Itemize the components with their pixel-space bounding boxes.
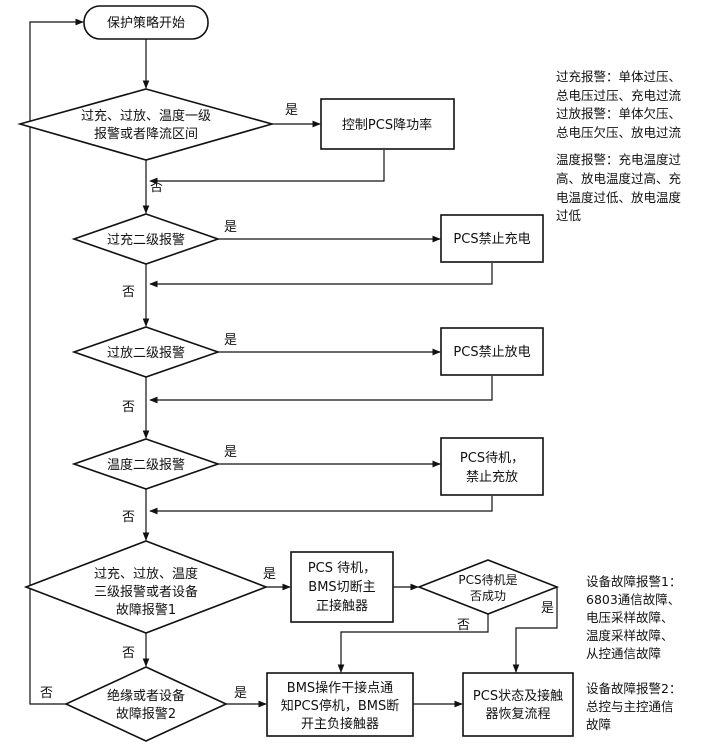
note-1-line-1: 过充报警：单体过压、	[556, 69, 681, 84]
process-4	[440, 437, 544, 496]
process-5-line-2: BMS切断主	[308, 580, 375, 595]
no-label-d6: 否	[457, 618, 470, 633]
note-3-line-5: 从控通信故障	[586, 646, 661, 661]
edge-p3-return	[149, 376, 493, 404]
process-1-label: 控制PCS降功率	[342, 117, 432, 133]
process-6-line-3: 开主负接触器	[301, 716, 379, 732]
note-4-line-2: 总控与主控通信	[586, 699, 674, 714]
decision-1-line-1: 过充、过放、温度一级	[81, 108, 211, 124]
process-1	[320, 98, 455, 150]
process-2-label: PCS禁止充电	[453, 231, 530, 247]
edge-d6-p6	[337, 614, 489, 673]
yes-label-d4: 是	[224, 445, 237, 460]
connectors	[29, 18, 558, 708]
yes-label-d2: 是	[224, 220, 237, 235]
edge-d6-p7	[512, 587, 558, 673]
decision-7	[64, 666, 228, 742]
edge-p1-return	[149, 150, 385, 185]
process-3-label: PCS禁止放电	[453, 345, 530, 360]
decision-7-line-2: 故障报警2	[116, 706, 176, 722]
decision-1-line-2: 报警或者降流区间	[94, 126, 198, 142]
yes-label-d7: 是	[234, 686, 247, 701]
decision-2	[71, 213, 221, 265]
yes-label-d3: 是	[224, 333, 237, 348]
note-2-line-4: 过低	[556, 208, 582, 223]
process-7-line-1: PCS状态及接触	[473, 688, 563, 704]
start-terminal	[83, 5, 209, 40]
no-label-d4: 否	[122, 510, 135, 525]
process-6-line-1: BMS操作干接点通	[287, 680, 393, 696]
process-7-line-2: 器恢复流程	[485, 707, 550, 722]
decision-4	[71, 438, 221, 490]
decision-2-label: 过充二级报警	[107, 232, 185, 248]
decision-5	[23, 540, 269, 634]
process-4-line-2: 禁止充放	[466, 469, 518, 485]
no-label-d7: 否	[40, 686, 53, 701]
process-3	[440, 327, 544, 376]
note-1-line-3: 过放报警：单体欠压、	[556, 106, 681, 121]
no-label-d5: 否	[122, 646, 135, 661]
note-1-line-2: 总电压过压、充电过流	[556, 88, 682, 103]
no-label-d3: 否	[122, 400, 135, 415]
yes-label-d6: 是	[541, 601, 554, 616]
note-2-line-1: 温度报警：充电温度过	[556, 152, 682, 167]
note-3-line-2: 6803通信故障、	[586, 592, 680, 607]
edge-p2-return	[149, 263, 493, 288]
yes-label-d5: 是	[263, 567, 276, 582]
branch-labels: 是 否 是 否 是 否 是 否 是 否 否 是 否 是	[40, 103, 554, 701]
yes-label-d1: 是	[285, 103, 298, 118]
process-7	[462, 672, 574, 737]
note-4-line-3: 故障	[586, 717, 611, 732]
process-2	[440, 214, 544, 263]
side-notes: 过充报警：单体过压、 总电压过压、充电过流 过放报警：单体欠压、 总电压欠压、放…	[556, 69, 682, 732]
shapes	[17, 5, 574, 742]
decision-3-label: 过放二级报警	[107, 345, 185, 361]
note-2-line-2: 高、放电温度过高、充	[556, 171, 681, 186]
process-5-line-3: 正接触器	[316, 598, 368, 614]
note-3-line-3: 电压采样故障、	[586, 610, 674, 625]
shape-text: 保护策略开始 过充、过放、温度一级 报警或者降流区间 控制PCS降功率 过充二级…	[81, 15, 563, 732]
decision-6-line-1: PCS待机是	[458, 573, 517, 587]
start-label: 保护策略开始	[107, 15, 185, 31]
process-4-line-1: PCS待机，	[460, 451, 524, 466]
process-6	[266, 672, 414, 737]
decision-5-line-1: 过充、过放、温度	[94, 566, 198, 582]
decision-6-line-2: 否成功	[470, 589, 506, 603]
decision-5-line-3: 故障报警1	[116, 602, 176, 618]
decision-5-line-2: 三级报警或者设备	[94, 584, 198, 600]
edge-d7-loop	[29, 18, 84, 705]
decision-4-label: 温度二级报警	[107, 457, 185, 473]
note-3-line-4: 温度采样故障、	[586, 628, 674, 643]
note-3-line-1: 设备故障报警1：	[586, 574, 681, 589]
note-1-line-4: 总电压欠压、放电过流	[556, 125, 682, 140]
process-5-line-1: PCS 待机，	[308, 561, 376, 576]
decision-7-line-1: 绝缘或者设备	[107, 688, 185, 704]
process-6-line-2: 知PCS停机，BMS断	[281, 698, 400, 714]
no-label-d1: 否	[150, 180, 163, 195]
process-5	[290, 551, 394, 623]
decision-1	[17, 88, 275, 161]
decision-6	[416, 559, 560, 615]
note-4-line-1: 设备故障报警2：	[586, 681, 681, 696]
decision-3	[71, 326, 221, 378]
edge-p4-return	[149, 496, 493, 515]
no-label-d2: 否	[122, 285, 135, 300]
note-2-line-3: 电温度过低、放电温度	[556, 190, 682, 205]
